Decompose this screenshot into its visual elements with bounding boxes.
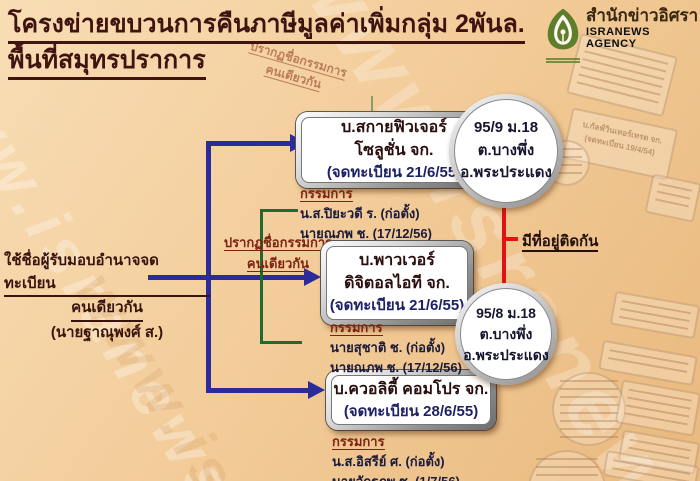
note-line: ใช้ชื่อผู้รับมอบอำนาจจดทะเบียน xyxy=(4,250,210,297)
company-1-registration: (จดทะเบียน 21/6/55) xyxy=(326,164,462,182)
company-1-directors: กรรมการ น.ส.ปิยะวดี ร. (ก่อตั้ง) นายณภพ … xyxy=(300,184,432,244)
blue-arrow-3 xyxy=(308,381,325,399)
address-line: อ.พระประแดง xyxy=(463,346,549,363)
title-line-2: พื้นที่สมุทรปราการ xyxy=(8,44,206,80)
company-1-name: บ.สกายฟิวเจอร์ xyxy=(341,118,447,136)
company-2-name: บ.พาวเวอร์ xyxy=(359,251,435,269)
company-1-name: โซลูชั่น จก. xyxy=(354,142,434,160)
address-circle-1: 95/9 ม.18 ต.บางพึ่ง อ.พระประแดง xyxy=(449,94,563,208)
directors-label: กรรมการ xyxy=(330,320,383,336)
company-box-2: บ.พาวเวอร์ ดิจิตอลไอที จก. (จดทะเบียน 21… xyxy=(321,241,473,325)
isranews-logo: สำนักข่าวอิศรา ISRANEWS AGENCY xyxy=(546,6,700,63)
title-line-1: โครงข่ายขบวนการคืนภาษีมูลค่าเพิ่มกลุ่ม 2… xyxy=(8,8,525,44)
address-line: 95/8 ม.18 xyxy=(476,304,536,321)
logo-name-english: ISRANEWS AGENCY xyxy=(586,26,651,51)
logo-caption-bar xyxy=(546,58,580,63)
green-connector-bottom xyxy=(260,341,302,344)
director-name: น.ส.อิสรีย์ ศ. (ก่อตั้ง) xyxy=(332,454,445,470)
address-line: ต.บางพึ่ง xyxy=(477,141,535,159)
note-line: (นายฐาณุพงศ์ ส.) xyxy=(50,323,164,341)
adjacent-address-note: มีที่อยู่ติดกัน xyxy=(522,233,599,252)
faded-box xyxy=(609,290,700,340)
director-name: นายณภพ ช. (17/12/56) xyxy=(300,226,432,242)
logo-name-thai: สำนักข่าวอิศรา xyxy=(586,6,699,25)
green-connector-vertical xyxy=(260,209,263,344)
company-2-directors: กรรมการ นายสุชาติ ช. (ก่อตั้ง) นายณภพ ช.… xyxy=(330,318,462,378)
address-line: อ.พระประแดง xyxy=(460,164,552,182)
address-line: ต.บางพึ่ง xyxy=(479,325,533,342)
pen-nib-icon xyxy=(546,6,580,63)
director-name: นายจักรภพ ช. (1/7/56) xyxy=(332,472,460,481)
director-name: น.ส.ปิยะวดี ร. (ก่อตั้ง) xyxy=(300,206,420,222)
blue-arrow-2 xyxy=(304,268,321,286)
red-connector-vertical xyxy=(502,200,506,290)
director-name: นายสุชาติ ช. (ก่อตั้ง) xyxy=(330,340,446,356)
blue-connector-branch-2 xyxy=(148,275,306,280)
company-box-3: บ.ควอลิตี้ คอมโปร จก. (จดทะเบียน 28/6/55… xyxy=(326,370,496,430)
directors-label: กรรมการ xyxy=(300,186,353,202)
faded-box xyxy=(644,173,700,223)
director-name: นายณภพ ช. (17/12/56) xyxy=(330,360,462,376)
authorized-person-note: ใช้ชื่อผู้รับมอบอำนาจจดทะเบียน คนเดียวกั… xyxy=(4,250,210,344)
blue-connector-vertical xyxy=(206,141,211,393)
same-director-note: ปรากฏชื่อกรรมการ คนเดียวกัน xyxy=(223,235,333,272)
company-3-name: บ.ควอลิตี้ คอมโปร จก. xyxy=(333,380,489,398)
blue-connector-branch-1 xyxy=(206,141,292,146)
note-line: คนเดียวกัน xyxy=(71,297,143,322)
red-connector-tick xyxy=(502,237,518,241)
directors-label: กรรมการ xyxy=(332,434,385,450)
company-3-directors: กรรมการ น.ส.อิสรีย์ ศ. (ก่อตั้ง) นายจักร… xyxy=(332,432,460,481)
address-circle-2: 95/8 ม.18 ต.บางพึ่ง อ.พระประแดง xyxy=(455,283,557,385)
green-connector-top xyxy=(260,209,298,212)
faded-box xyxy=(614,379,700,437)
company-2-name: ดิจิตอลไอที จก. xyxy=(344,275,450,293)
company-2-registration: (จดทะเบียน 21/6/55) xyxy=(329,297,465,315)
page-title: โครงข่ายขบวนการคืนภาษีมูลค่าเพิ่มกลุ่ม 2… xyxy=(8,8,525,80)
faded-circle xyxy=(528,450,606,481)
blue-connector-branch-3 xyxy=(206,388,310,393)
faded-circle xyxy=(552,372,626,446)
company-3-registration: (จดทะเบียน 28/6/55) xyxy=(343,402,479,420)
address-line: 95/9 ม.18 xyxy=(473,119,539,137)
